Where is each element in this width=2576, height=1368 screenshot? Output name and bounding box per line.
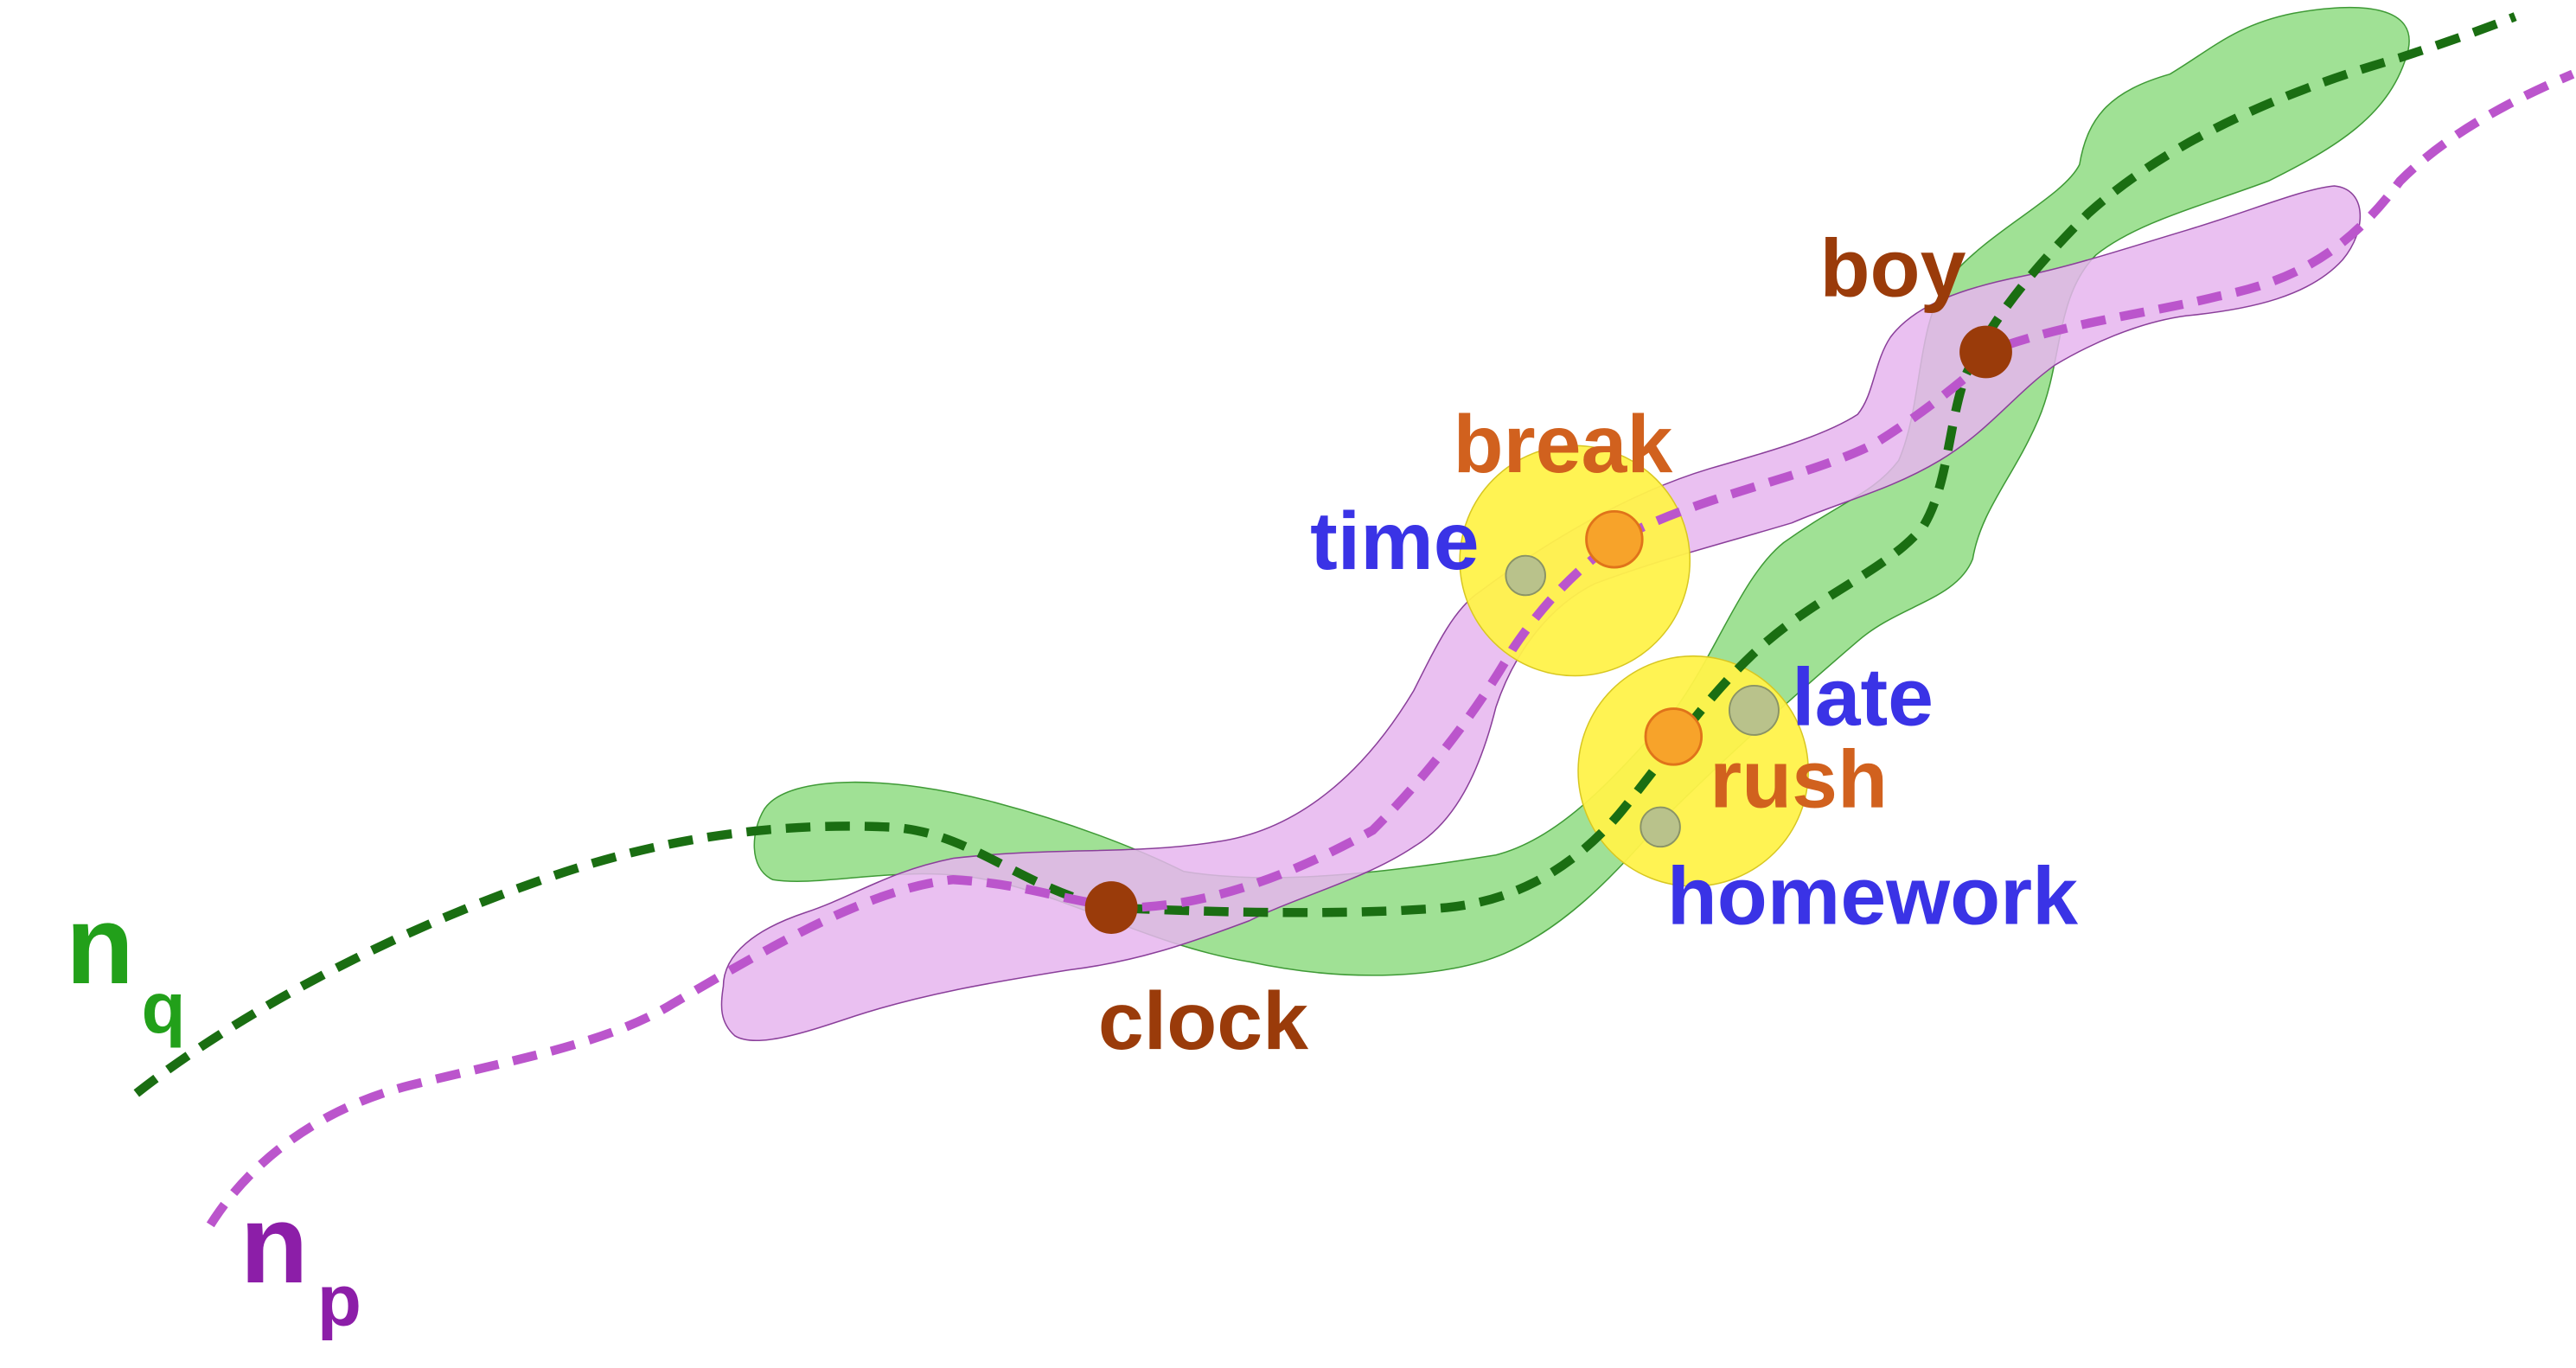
label-rush: rush [1710,734,1888,826]
np-trajectory [206,69,2575,1228]
green-band [753,6,2410,976]
label-boy: boy [1820,222,1966,314]
node-break [1585,509,1644,569]
label-np-sub: p [317,1259,361,1340]
node-time [1505,554,1546,597]
node-rush [1644,707,1703,766]
label-late: late [1792,652,1934,744]
label-nq: n [66,883,134,1007]
nq-trajectory [133,12,2517,1097]
label-break: break [1454,399,1673,490]
node-boy [1959,325,2012,379]
node-late [1728,684,1780,736]
label-np: n [240,1182,309,1307]
node-clock [1084,881,1138,934]
label-time: time [1310,495,1479,587]
label-nq-sub: q [141,967,185,1048]
node-homework [1640,806,1681,848]
label-homework: homework [1667,851,2078,943]
cluster-break-time [1459,444,1691,677]
label-clock: clock [1098,975,1308,1067]
